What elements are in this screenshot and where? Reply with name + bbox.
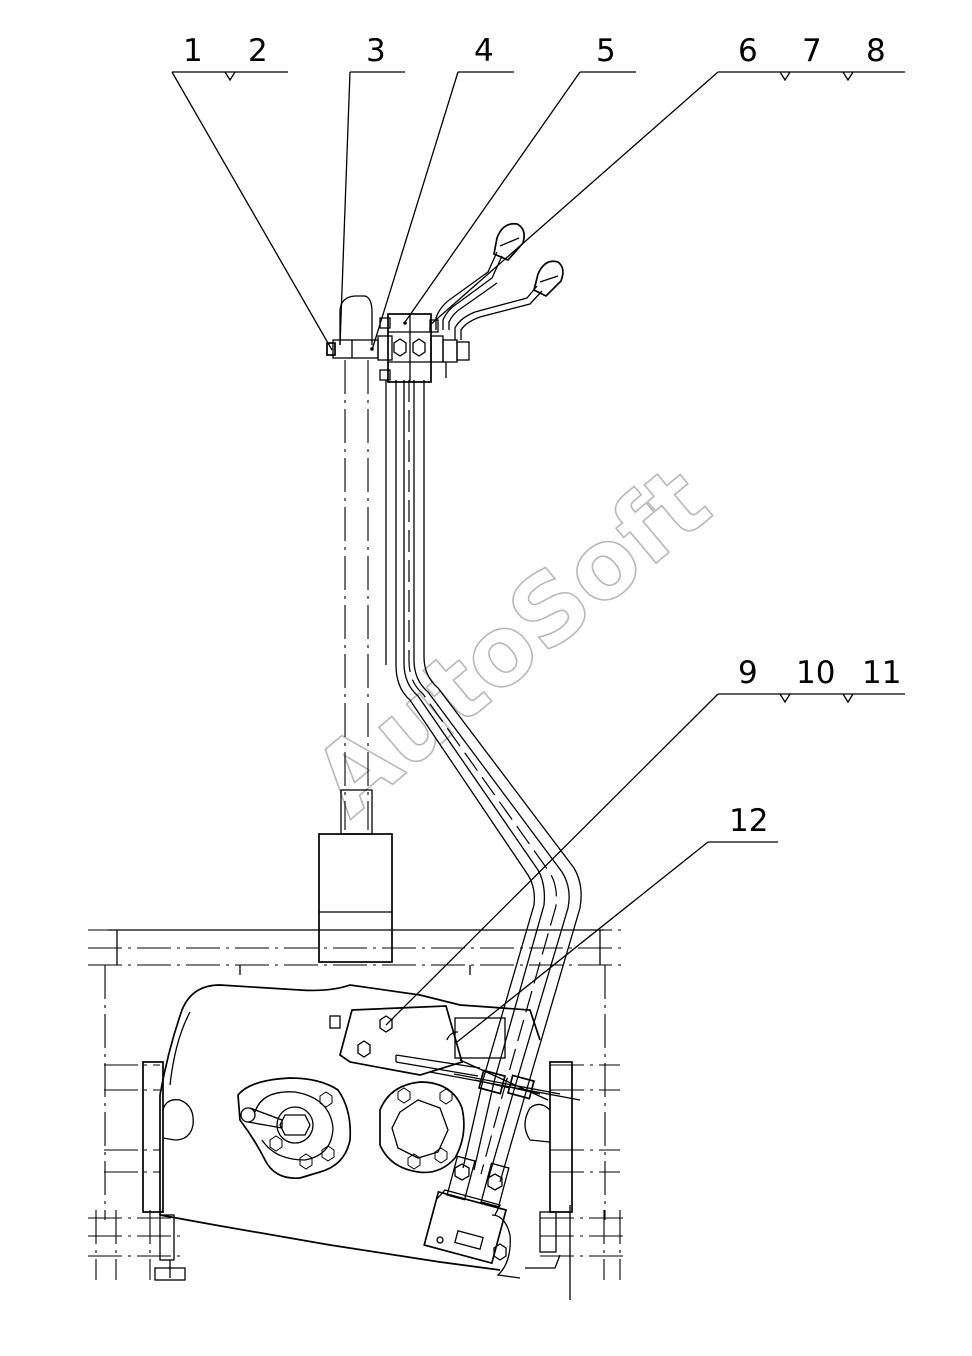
control-valve-assembly xyxy=(326,295,470,383)
callout-1: 1 xyxy=(183,33,203,69)
mounting-bracket xyxy=(329,1005,581,1101)
cylinder xyxy=(318,789,393,963)
callout-5: 5 xyxy=(596,33,616,69)
callout-8: 8 xyxy=(866,33,886,69)
control-cables xyxy=(385,380,582,1183)
control-levers xyxy=(435,222,564,340)
right-gear xyxy=(379,1081,465,1174)
watermark-text: AutoSoft xyxy=(293,445,731,838)
gearbox-housing xyxy=(142,984,573,1300)
watermark: AutoSoft xyxy=(292,444,731,838)
callout-10: 10 xyxy=(796,655,835,691)
callout-4: 4 xyxy=(474,33,494,69)
frame xyxy=(108,929,604,975)
callout-12: 12 xyxy=(729,803,768,839)
lower-valve-housing xyxy=(423,1155,521,1279)
cable-clamps xyxy=(474,1069,541,1100)
left-gear xyxy=(237,1077,352,1180)
callout-6: 6 xyxy=(738,33,758,69)
callouts: 1 2 3 4 5 6 7 8 9 10 11 12 xyxy=(171,33,905,1043)
center-lines xyxy=(88,360,625,1280)
callout-7: 7 xyxy=(802,33,822,69)
callout-3: 3 xyxy=(366,33,386,69)
callout-11: 11 xyxy=(862,655,901,691)
callout-9: 9 xyxy=(738,655,758,691)
callout-2: 2 xyxy=(248,33,268,69)
